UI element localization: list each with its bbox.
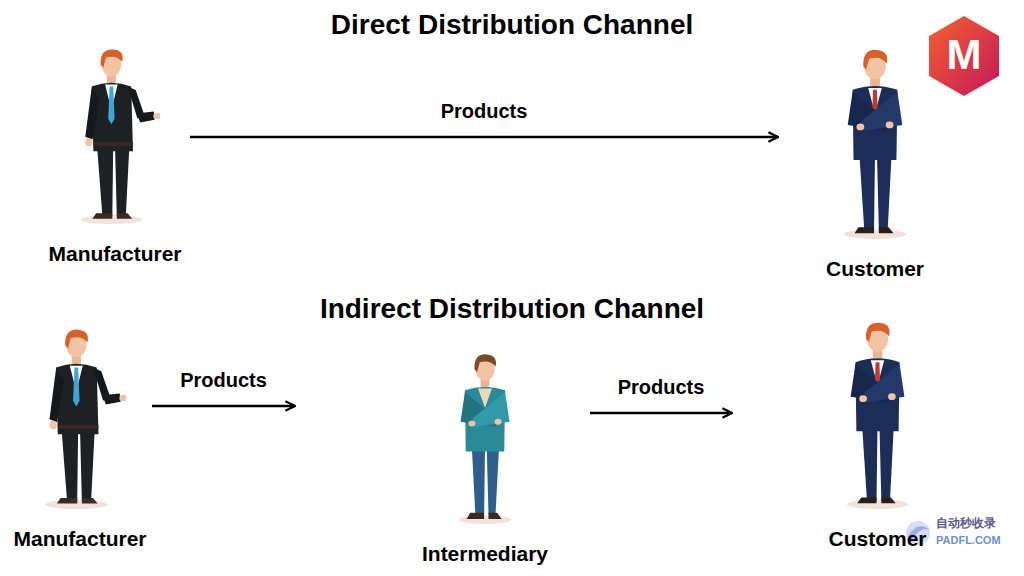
node-label: Manufacturer [10,526,150,552]
logo-letter: M [929,30,999,80]
section-heading: Indirect Distribution Channel [0,292,1024,326]
person-figure [800,318,955,510]
edge-label: Products [441,99,528,123]
flow-arrow [190,136,778,139]
node-label: Customer [790,256,960,282]
edge-label: Products [180,368,267,392]
watermark-text: 自动秒收录 [936,516,1024,530]
person-node: Customer [790,45,960,282]
node-label: Customer [800,526,955,552]
person-figure [790,45,960,240]
edge-label: Products [618,375,705,399]
logo-hexagon [929,16,999,96]
person-node: Intermediary [410,350,560,567]
person-node: Manufacturer [10,325,150,552]
person-figure [410,350,560,525]
person-figure [40,45,190,225]
person-node: Customer [800,318,955,552]
diagram-title: Direct Distribution Channel [0,8,1024,42]
watermark-text: PADFL.COM [936,534,1024,547]
person-figure [10,325,150,510]
flow-arrow [590,412,732,415]
person-node: Manufacturer [40,45,190,267]
node-label: Intermediary [410,541,560,567]
node-label: Manufacturer [40,241,190,267]
flow-arrow [152,405,295,408]
